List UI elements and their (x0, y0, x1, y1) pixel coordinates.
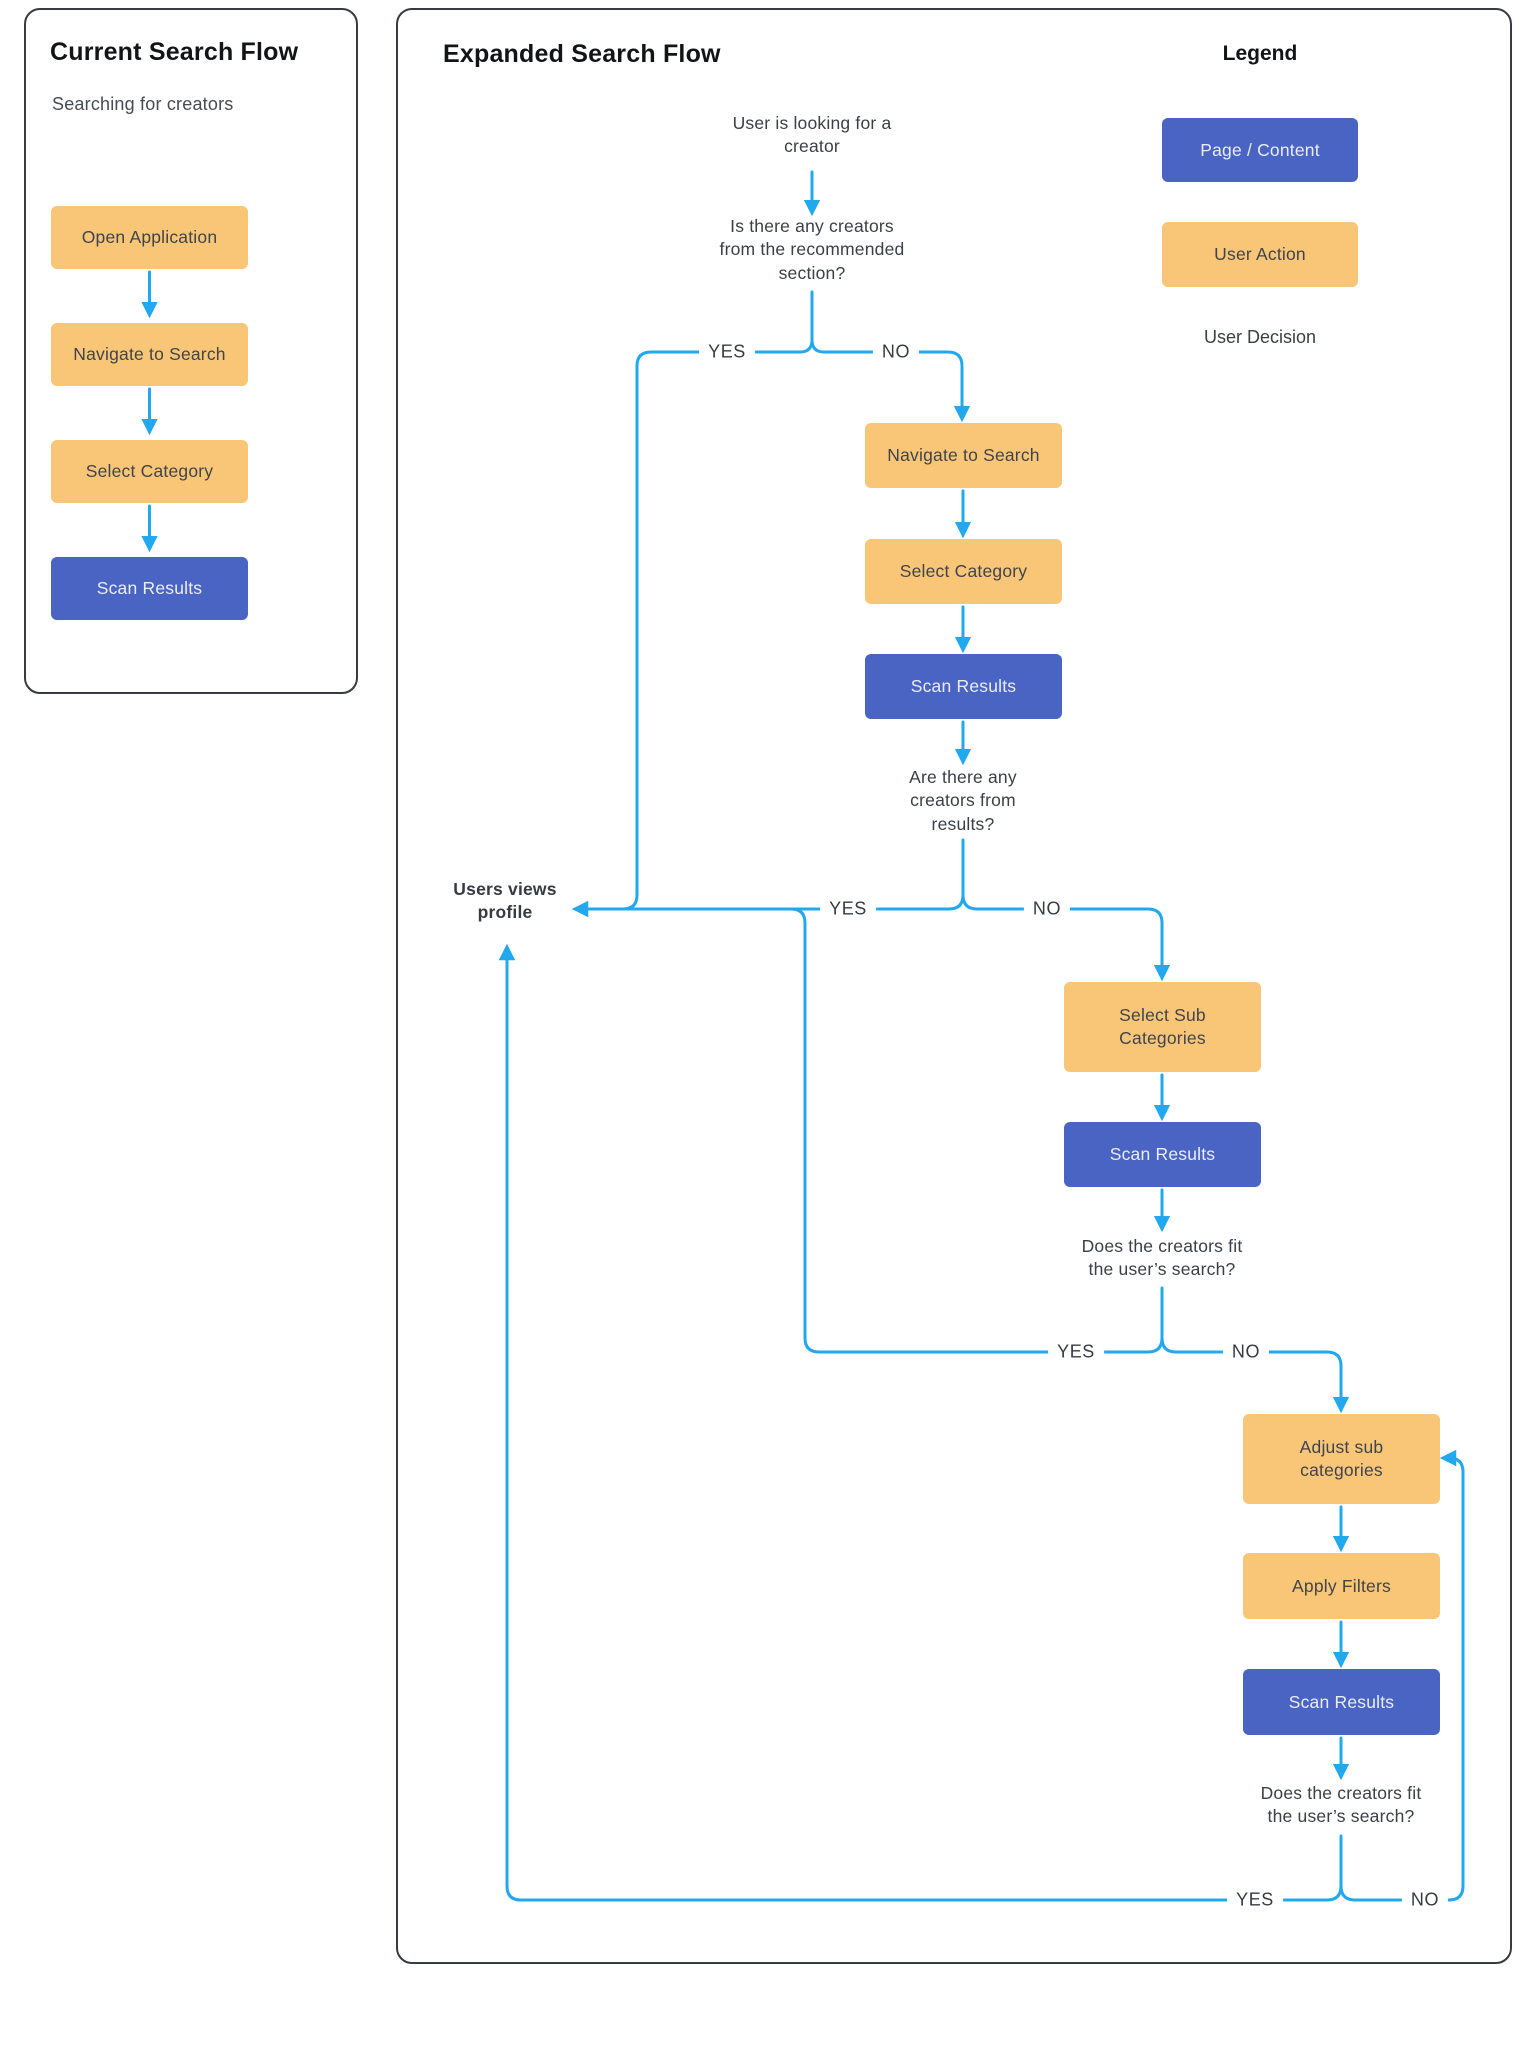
legend-user-action-swatch: User Action (1162, 222, 1358, 287)
expanded-search-flow-panel (396, 8, 1512, 1964)
expanded-flow-title: Expanded Search Flow (443, 40, 721, 68)
branch-label-d4-yes: YES (1227, 1889, 1283, 1911)
current-flow-title: Current Search Flow (50, 38, 299, 66)
node-scan-results-3: Scan Results (1243, 1669, 1440, 1735)
current-search-flow-panel (24, 8, 358, 694)
node-apply-filters: Apply Filters (1243, 1553, 1440, 1619)
branch-label-d1-no: NO (872, 341, 920, 363)
decision-fit-1-text: Does the creators fit the user’s search? (1081, 1236, 1243, 1280)
node-scan-results-left: Scan Results (51, 557, 248, 620)
start-text: User is looking for a creator (732, 113, 892, 157)
decision-recommended-text: Is there any creators from the recommend… (719, 216, 905, 283)
legend-title: Legend (1222, 42, 1298, 65)
current-flow-subtitle: Searching for creators (52, 94, 234, 114)
node-select-sub-categories: Select Sub Categories (1064, 982, 1261, 1072)
node-select-category-left: Select Category (51, 440, 248, 503)
node-scan-results-1: Scan Results (865, 654, 1062, 719)
end-users-views-profile-text: Users views profile (453, 879, 557, 923)
branch-label-d3-yes: YES (1048, 1341, 1104, 1363)
node-select-category: Select Category (865, 539, 1062, 604)
node-scan-results-2: Scan Results (1064, 1122, 1261, 1187)
legend-user-decision-label: User Decision (1203, 327, 1317, 347)
decision-fit-2-text: Does the creators fit the user’s search? (1260, 1783, 1422, 1827)
branch-label-d4-no: NO (1401, 1889, 1449, 1911)
node-navigate-to-search: Navigate to Search (865, 423, 1062, 488)
legend-page-content-swatch: Page / Content (1162, 118, 1358, 182)
branch-label-d1-yes: YES (699, 341, 755, 363)
branch-label-d2-yes: YES (820, 898, 876, 920)
branch-label-d2-no: NO (1023, 898, 1071, 920)
branch-label-d3-no: NO (1222, 1341, 1270, 1363)
node-navigate-to-search-left: Navigate to Search (51, 323, 248, 386)
decision-results-text: Are there any creators from results? (909, 767, 1017, 834)
node-adjust-sub-categories: Adjust sub categories (1243, 1414, 1440, 1504)
node-open-application: Open Application (51, 206, 248, 269)
